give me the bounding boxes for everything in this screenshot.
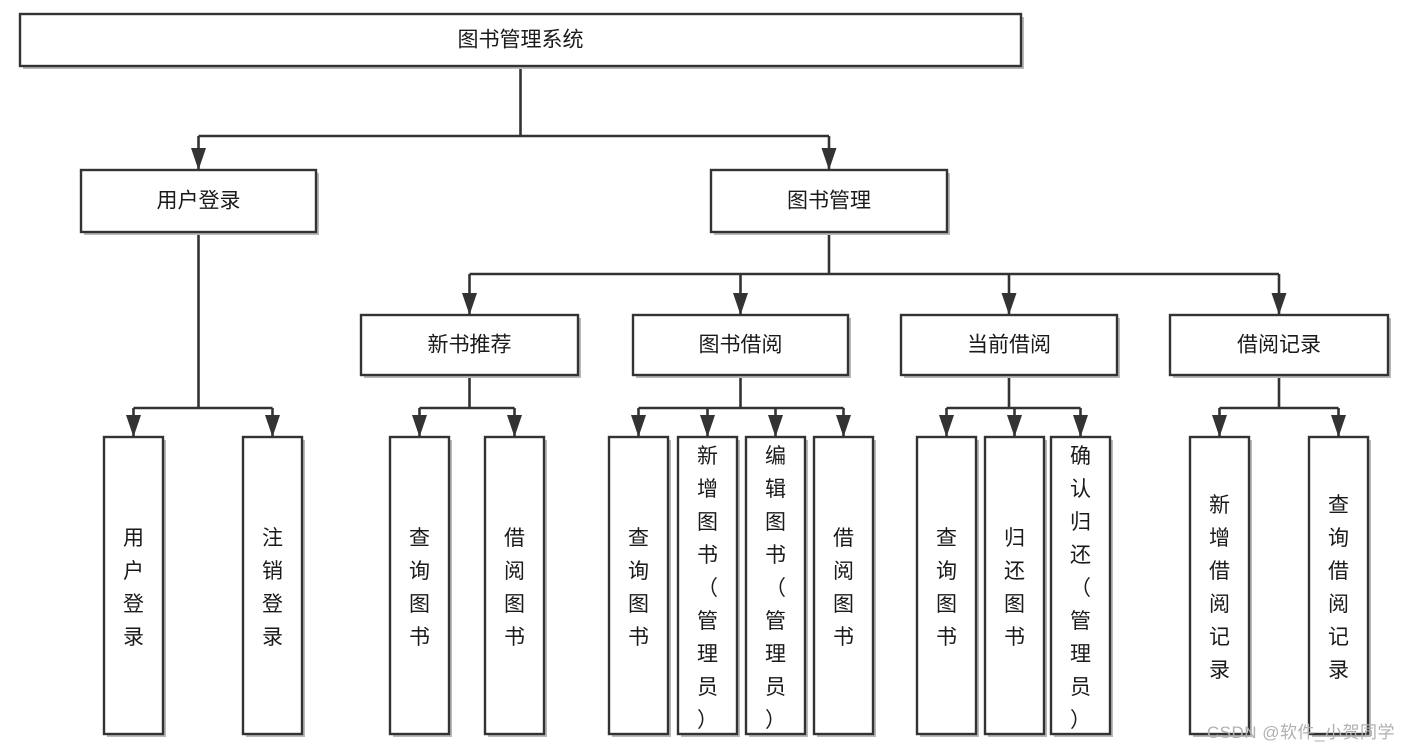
node-leaf-borrow-book-rec[interactable]: 借阅图书 (483, 435, 547, 737)
node-label: 注销登录 (262, 527, 283, 649)
node-rect[interactable] (607, 435, 670, 736)
arrow-head-icon (1007, 415, 1022, 437)
node-label: 查询图书 (628, 527, 649, 649)
node-rect[interactable] (676, 435, 739, 736)
nodes-layer: 图书管理系统用户登录图书管理新书推荐图书借阅当前借阅借阅记录用户登录注销登录查询… (18, 12, 1391, 737)
node-rect[interactable] (1049, 435, 1112, 736)
node-rect[interactable] (631, 313, 850, 377)
node-leaf-edit-book[interactable]: 编辑图书（管理员） (744, 435, 808, 737)
arrow-head-icon (733, 293, 748, 315)
node-rect[interactable] (102, 435, 165, 736)
arrow-head-icon (821, 148, 837, 170)
node-label: 用户登录 (157, 190, 241, 213)
arrow-head-icon (836, 415, 851, 437)
arrow-head-icon (462, 293, 477, 315)
node-rect[interactable] (744, 435, 807, 736)
arrow-head-icon (412, 415, 427, 437)
node-label: 确认归还（管理员） (1070, 445, 1091, 732)
node-rect[interactable] (899, 313, 1119, 377)
node-rect[interactable] (241, 435, 304, 736)
arrow-head-icon (1001, 293, 1017, 315)
node-rect[interactable] (915, 435, 978, 736)
node-rect[interactable] (483, 435, 546, 736)
node-rect[interactable] (1307, 435, 1370, 736)
node-new-book-recommend[interactable]: 新书推荐 (359, 313, 581, 378)
node-label: 查询图书 (409, 527, 430, 649)
arrow-head-icon (1331, 415, 1346, 437)
node-label: 新增图书（管理员） (697, 445, 718, 732)
node-label: 归还图书 (1004, 527, 1025, 649)
arrow-head-icon (265, 415, 280, 437)
edges-layer (126, 66, 1346, 437)
arrow-head-icon (768, 415, 783, 437)
node-leaf-add-book[interactable]: 新增图书（管理员） (676, 435, 740, 737)
node-leaf-user-login[interactable]: 用户登录 (102, 435, 166, 737)
node-root[interactable]: 图书管理系统 (18, 12, 1024, 69)
node-label: 编辑图书（管理员） (765, 445, 786, 732)
arrow-head-icon (1212, 415, 1227, 437)
arrow-head-icon (126, 415, 141, 437)
node-label: 当前借阅 (967, 334, 1051, 357)
node-rect[interactable] (18, 12, 1023, 68)
node-label: 图书管理系统 (458, 29, 584, 52)
node-rect[interactable] (983, 435, 1046, 736)
node-book-borrow[interactable]: 图书借阅 (631, 313, 851, 378)
node-rect[interactable] (812, 435, 875, 736)
node-leaf-borrow-book[interactable]: 借阅图书 (812, 435, 876, 737)
arrow-head-icon (507, 415, 522, 437)
node-book-manage[interactable]: 图书管理 (709, 168, 950, 235)
node-leaf-query-book-rec[interactable]: 查询图书 (388, 435, 452, 737)
node-leaf-query-record[interactable]: 查询借阅记录 (1307, 435, 1371, 737)
node-rect[interactable] (1188, 435, 1251, 736)
node-rect[interactable] (79, 168, 318, 234)
node-label: 借阅图书 (504, 527, 525, 649)
node-label: 查询借阅记录 (1328, 494, 1349, 682)
node-leaf-return-book[interactable]: 归还图书 (983, 435, 1047, 737)
node-rect[interactable] (1168, 313, 1390, 377)
node-label: 新书推荐 (428, 334, 512, 357)
node-borrow-record[interactable]: 借阅记录 (1168, 313, 1391, 378)
node-leaf-query-book[interactable]: 查询图书 (607, 435, 671, 737)
node-label: 图书借阅 (699, 334, 783, 357)
node-label: 用户登录 (123, 527, 144, 649)
arrow-head-icon (939, 415, 954, 437)
node-rect[interactable] (709, 168, 949, 234)
node-leaf-query-book-cur[interactable]: 查询图书 (915, 435, 979, 737)
arrow-head-icon (1073, 415, 1088, 437)
arrow-head-icon (191, 148, 206, 170)
node-label: 借阅图书 (833, 527, 854, 649)
arrow-head-icon (1271, 293, 1287, 315)
node-label: 查询图书 (936, 527, 957, 649)
node-leaf-add-record[interactable]: 新增借阅记录 (1188, 435, 1252, 737)
node-label: 新增借阅记录 (1209, 494, 1230, 682)
arrow-head-icon (631, 415, 646, 437)
node-leaf-logout[interactable]: 注销登录 (241, 435, 305, 737)
node-rect[interactable] (359, 313, 580, 377)
node-rect[interactable] (388, 435, 451, 736)
arrow-head-icon (700, 415, 715, 437)
node-label: 图书管理 (787, 190, 871, 213)
node-current-borrow[interactable]: 当前借阅 (899, 313, 1120, 378)
node-label: 借阅记录 (1237, 334, 1321, 357)
node-user-login[interactable]: 用户登录 (79, 168, 319, 235)
node-leaf-confirm-return[interactable]: 确认归还（管理员） (1049, 435, 1113, 737)
